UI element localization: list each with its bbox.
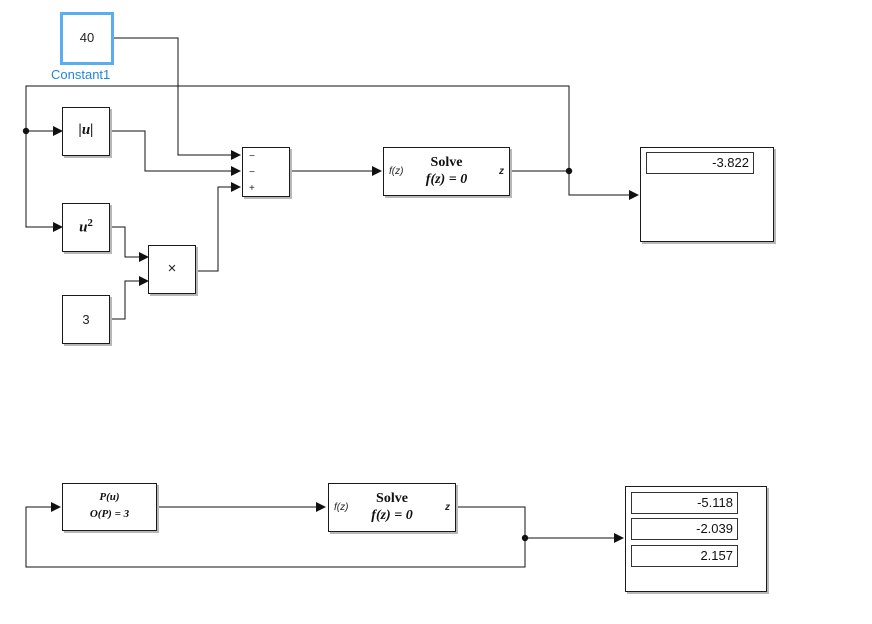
solve2-output-label: z — [445, 502, 450, 513]
signal-square-to-product — [110, 226, 149, 262]
display-block[interactable]: -3.822 — [640, 147, 774, 242]
polynomial-block[interactable]: P(u) O(P) = 3 — [62, 483, 157, 531]
square-exponent: 2 — [87, 217, 93, 229]
signal-product-to-sum — [196, 182, 241, 272]
display-block-2[interactable]: -5.118 -2.039 2.157 — [625, 486, 767, 592]
branch-point — [565, 167, 573, 175]
constant1-block[interactable]: 40 — [60, 12, 114, 65]
signal-abs-to-sum — [110, 130, 241, 176]
solve-title: Solve — [430, 155, 463, 170]
abs-block[interactable]: |u| — [62, 107, 110, 156]
sum-block[interactable]: − − + — [242, 147, 290, 197]
signal-bottom-feedback — [25, 502, 526, 568]
solve-block-2[interactable]: f(z) Solve f(z) = 0 z — [328, 483, 456, 532]
solve2-equation: f(z) = 0 — [371, 508, 413, 523]
square-block[interactable]: u2 — [62, 203, 110, 252]
solve-output-label: z — [499, 166, 504, 177]
constant1-value: 40 — [79, 30, 95, 45]
sum-sign-3: + — [249, 183, 255, 194]
signal-constant3-to-product — [110, 276, 149, 320]
square-label: u2 — [63, 217, 109, 236]
square-base: u — [79, 219, 88, 236]
abs-label: |u| — [78, 122, 94, 138]
sum-sign-1: − — [249, 151, 255, 162]
display2-value-3: 2.157 — [631, 545, 738, 567]
product-block[interactable]: × — [148, 245, 196, 294]
display2-value-2: -2.039 — [631, 518, 738, 540]
signal-branch-to-square — [25, 131, 63, 232]
constant3-block[interactable]: 3 — [62, 295, 110, 344]
signal-solve-to-display — [510, 170, 639, 200]
product-symbol: × — [167, 260, 177, 277]
signal-constant-to-sum — [110, 37, 241, 160]
solve2-title: Solve — [376, 491, 408, 506]
sum-sign-2: − — [249, 167, 255, 178]
solve2-input-label: f(z) — [334, 502, 349, 513]
constant1-name[interactable]: Constant1 — [51, 67, 111, 82]
branch-point — [22, 127, 30, 135]
signal-feedback-loop — [25, 85, 570, 171]
solve-input-label: f(z) — [389, 166, 404, 177]
display-value: -3.822 — [646, 152, 754, 174]
polynomial-line1: P(u) — [99, 491, 120, 503]
solve-equation: f(z) = 0 — [425, 172, 468, 187]
polynomial-line2: O(P) = 3 — [89, 508, 130, 520]
display2-value-1: -5.118 — [631, 492, 738, 514]
signal-solve2-to-display — [456, 506, 624, 543]
constant3-value: 3 — [82, 312, 90, 327]
branch-point — [521, 534, 529, 542]
solve-block[interactable]: f(z) Solve f(z) = 0 z — [383, 147, 510, 196]
